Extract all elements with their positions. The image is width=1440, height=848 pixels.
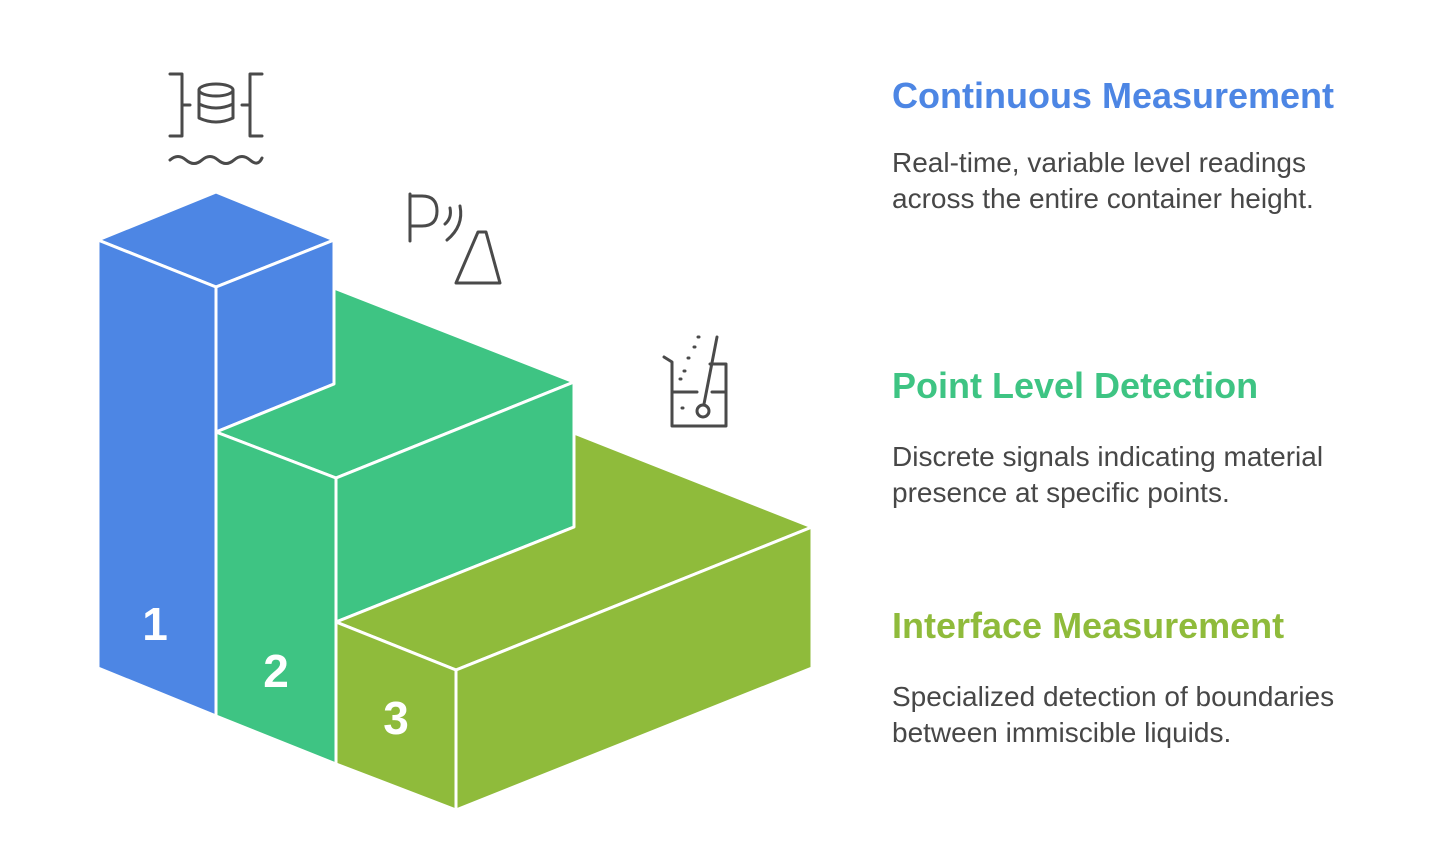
step-text-1: Real-time, variable level readings acros… xyxy=(892,147,1314,214)
step-title-2: Point Level Detection xyxy=(892,365,1259,406)
step-number-2: 2 xyxy=(263,645,289,697)
point-sensor-signal-icon xyxy=(408,192,502,285)
step-description-3: Interface Measurement Specialized detect… xyxy=(892,602,1412,751)
step-description-2: Point Level Detection Discrete signals i… xyxy=(892,362,1412,511)
beaker-probe-icon xyxy=(662,335,728,428)
step-number-3: 3 xyxy=(383,692,409,744)
step-description-1: Continuous Measurement Real-time, variab… xyxy=(892,72,1412,217)
step-text-2: Discrete signals indicating material pre… xyxy=(892,441,1324,508)
step-block-3 xyxy=(334,431,814,812)
step-number-1: 1 xyxy=(142,598,168,650)
step-block-2-front xyxy=(214,430,338,766)
isometric-steps-diagram: 1 2 3 xyxy=(96,72,814,812)
step-title-3: Interface Measurement xyxy=(892,605,1285,646)
step-text-3: Specialized detection of boundaries betw… xyxy=(892,681,1335,748)
step-block-3-side xyxy=(454,525,814,812)
database-water-level-icon xyxy=(168,72,264,165)
step-title-1: Continuous Measurement xyxy=(892,75,1335,116)
step-block-1 xyxy=(96,190,336,718)
